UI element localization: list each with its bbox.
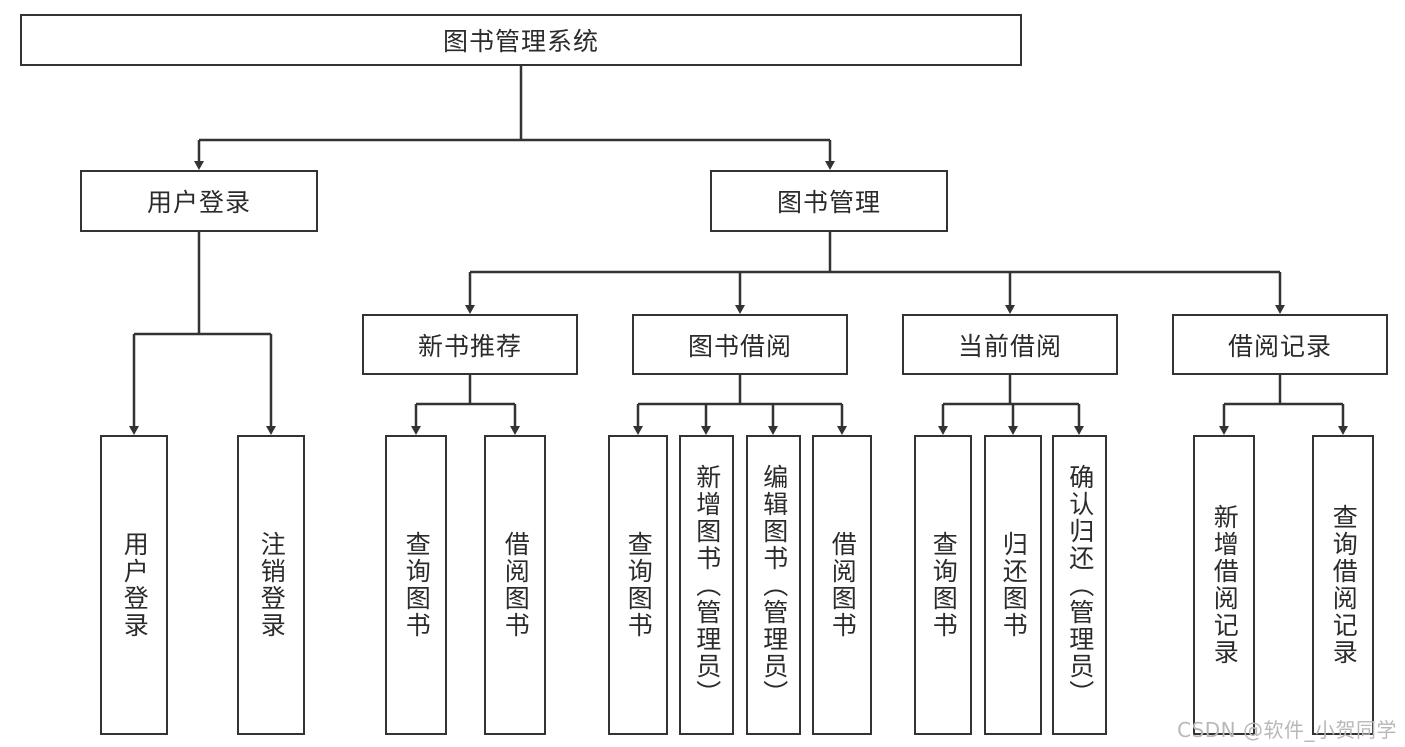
node-leaf-edit-book-label: 编辑图书（管理员）: [759, 463, 789, 707]
node-leaf-query-book-1-label: 查询图书: [402, 531, 432, 639]
node-new-book-rec-label: 新书推荐: [417, 331, 522, 361]
node-user-login[interactable]: 用户登录: [80, 170, 318, 232]
node-leaf-logout[interactable]: 注销登录: [237, 435, 305, 735]
node-book-manage[interactable]: 图书管理: [710, 170, 948, 232]
node-leaf-edit-book[interactable]: 编辑图书（管理员）: [746, 435, 801, 735]
node-current-borrow-label: 当前借阅: [957, 331, 1062, 361]
node-borrow-record-label: 借阅记录: [1227, 331, 1332, 361]
node-book-borrow-label: 图书借阅: [687, 331, 792, 361]
node-leaf-add-record-label: 新增借阅记录: [1210, 504, 1240, 666]
node-leaf-borrow-book-1[interactable]: 借阅图书: [484, 435, 546, 735]
node-leaf-confirm-return[interactable]: 确认归还（管理员）: [1052, 435, 1107, 735]
node-leaf-logout-label: 注销登录: [257, 531, 287, 639]
node-leaf-query-record[interactable]: 查询借阅记录: [1312, 435, 1374, 735]
node-leaf-query-record-label: 查询借阅记录: [1329, 504, 1359, 666]
node-leaf-add-record[interactable]: 新增借阅记录: [1193, 435, 1255, 735]
node-leaf-query-book-3[interactable]: 查询图书: [914, 435, 972, 735]
node-current-borrow[interactable]: 当前借阅: [902, 314, 1118, 375]
node-user-login-label: 用户登录: [146, 188, 251, 217]
csdn-watermark: CSDN @软件_小贺同学: [1177, 718, 1397, 742]
node-leaf-query-book-2[interactable]: 查询图书: [608, 435, 668, 735]
node-leaf-user-login[interactable]: 用户登录: [100, 435, 168, 735]
node-borrow-record[interactable]: 借阅记录: [1172, 314, 1388, 375]
node-book-manage-label: 图书管理: [776, 188, 881, 217]
node-leaf-borrow-book-1-label: 借阅图书: [501, 531, 531, 639]
node-leaf-query-book-3-label: 查询图书: [929, 531, 959, 639]
node-leaf-query-book-1[interactable]: 查询图书: [385, 435, 447, 735]
node-root[interactable]: 图书管理系统: [20, 14, 1022, 66]
node-book-borrow[interactable]: 图书借阅: [632, 314, 848, 375]
node-leaf-return-book[interactable]: 归还图书: [984, 435, 1042, 735]
node-leaf-borrow-book-2[interactable]: 借阅图书: [812, 435, 872, 735]
node-leaf-user-login-label: 用户登录: [120, 531, 150, 639]
node-leaf-return-book-label: 归还图书: [999, 531, 1029, 639]
node-new-book-rec[interactable]: 新书推荐: [362, 314, 578, 375]
node-leaf-borrow-book-2-label: 借阅图书: [828, 531, 858, 639]
node-root-label: 图书管理系统: [442, 27, 599, 56]
node-leaf-query-book-2-label: 查询图书: [624, 531, 654, 639]
node-leaf-confirm-return-label: 确认归还（管理员）: [1065, 463, 1095, 707]
node-leaf-add-book-label: 新增图书（管理员）: [692, 463, 722, 707]
node-leaf-add-book[interactable]: 新增图书（管理员）: [679, 435, 734, 735]
